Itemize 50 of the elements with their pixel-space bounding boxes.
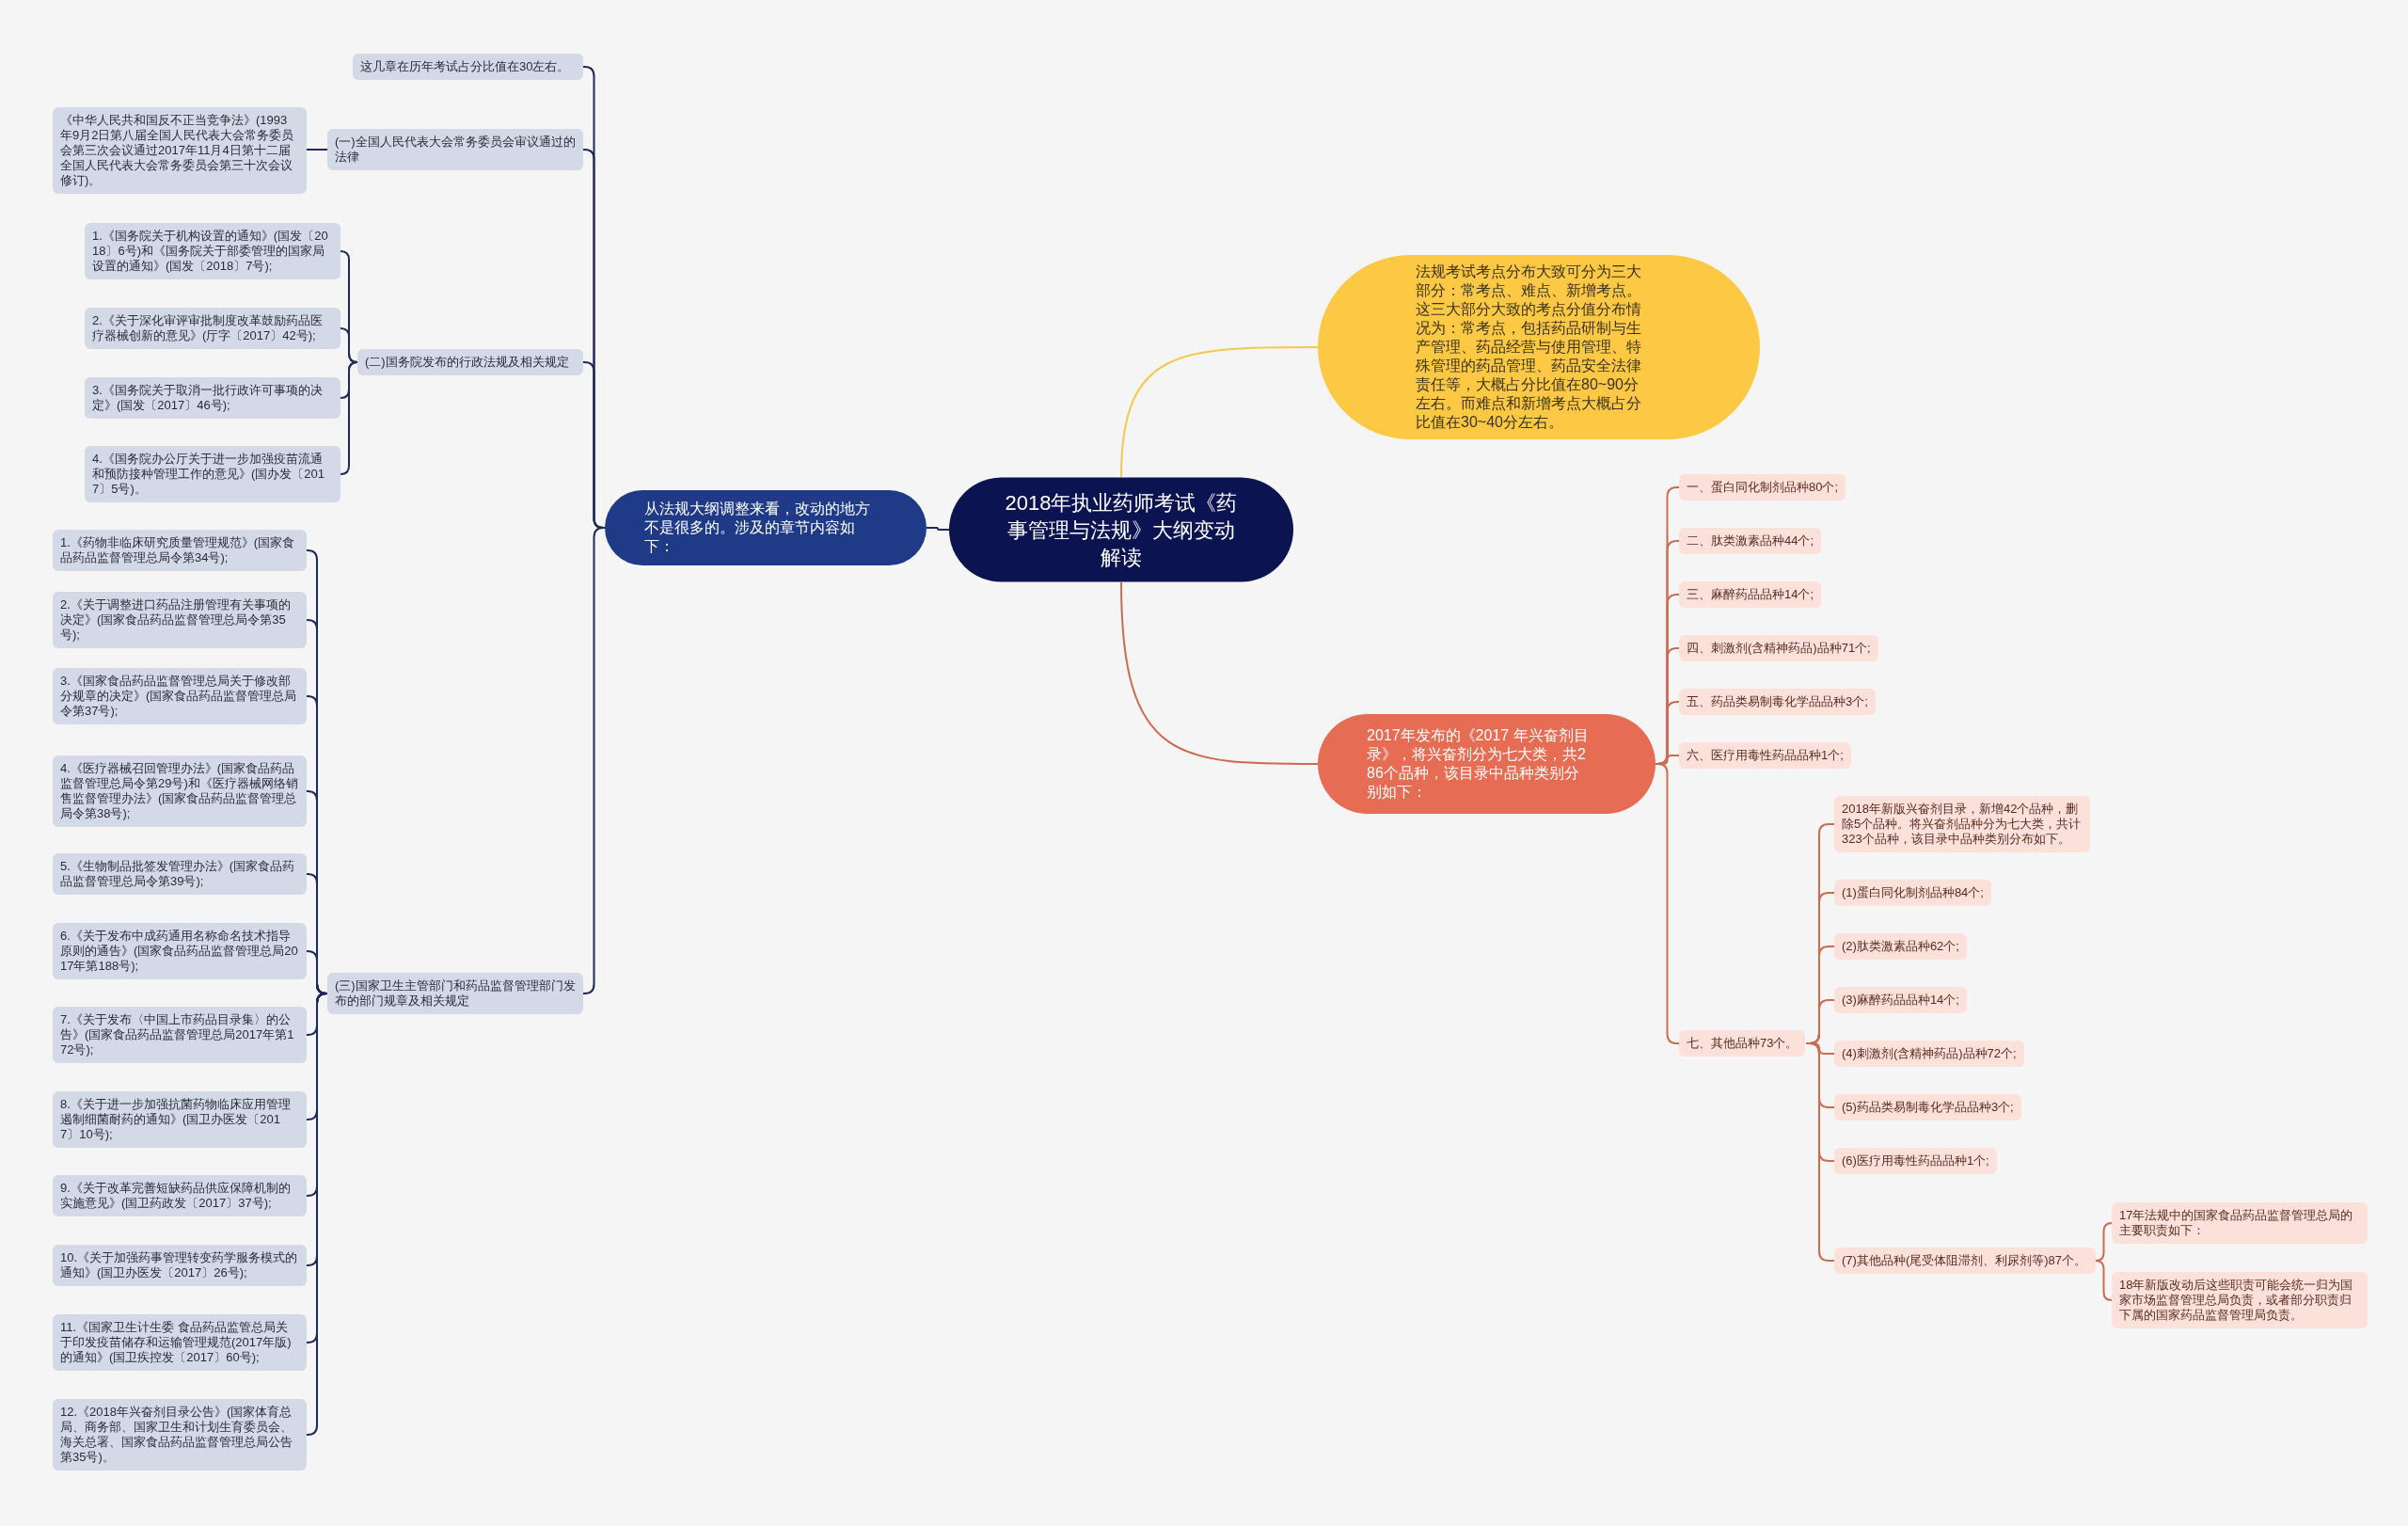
connector-line xyxy=(340,361,358,475)
subtopic-card: 9.《关于改革完善短缺药品供应保障机制的实施意见》(国卫药政发〔2017〕37号); xyxy=(53,1175,307,1216)
subtopic-card: 2.《关于深化审评审批制度改革鼓励药品医疗器械创新的意见》(厅字〔2017〕42号); xyxy=(85,308,341,349)
subtopic-card: (6)医疗用毒性药品品种1个; xyxy=(1834,1148,1997,1174)
subtopic-card: 18年新版改动后这些职责可能会统一归为国家市场监督管理总局负责，或者部分职责归下属的国家药品监督管理局负责。 xyxy=(2112,1272,2368,1328)
subtopic-card: 这几章在历年考试占分比值在30左右。 xyxy=(353,54,583,80)
subtopic-card: 4.《国务院办公厅关于进一步加强疫苗流通和预防接种管理工作的意见》(国办发〔2017〕5号)。 xyxy=(85,446,341,502)
subtopic-card: 六、医疗用毒性药品品种1个; xyxy=(1679,742,1851,769)
subtopic-card: 2018年新版兴奋剂目录，新增42个品种，删除5个品种。将兴奋剂品种分为七大类，共计323个品种，该目录中品种类别分布如下。 xyxy=(1834,796,2090,852)
subtopic-card: 4.《医疗器械召回管理办法》(国家食品药品监督管理总局令第29号)和《医疗器械网络销售监督管理办法》(国家食品药品监督管理总局令第38号); xyxy=(53,755,307,827)
main-topic: 2017年发布的《2017 年兴奋剂目录》，将兴奋剂分为七大类，共286个品种，该目录中品种类别分别如下： xyxy=(1318,714,1656,814)
subtopic-card: 二、肽类激素品种44个; xyxy=(1679,528,1822,554)
connector-line xyxy=(2095,1260,2113,1301)
connector-line xyxy=(926,527,950,531)
subtopic-card: 1.《药物非临床研究质量管理规范》(国家食品药品监督管理总局令第34号); xyxy=(53,530,307,571)
subtopic-card: 《中华人民共和国反不正当竞争法》(1993年9月2日第八届全国人民代表大会常务委员会第三次会议通过2017年11月4日第十二届全国人民代表大会常务委员会第三十次会议修订)。 xyxy=(53,107,307,194)
connector-line xyxy=(1120,581,1319,765)
subtopic-card: 10.《关于加强药事管理转变药学服务模式的通知》(国卫办医发〔2017〕26号); xyxy=(53,1245,307,1286)
subtopic-card: 三、麻醉药品品种14个; xyxy=(1679,581,1822,608)
connector-line xyxy=(1120,346,1319,478)
subtopic-card: (5)药品类易制毒化学品品种3个; xyxy=(1834,1094,2021,1121)
main-topic: 法规考试考点分布大致可分为三大部分：常考点、难点、新增考点。这三大部分大致的考点分值分布情况为：常考点，包括药品研制与生产管理、药品经营与使用管理、特殊管理的药品管理、药品安全法律责任等，大概占分比值在80~90分左右。而难点和新增考点大概占分比值在30~40分左右。 xyxy=(1318,255,1760,439)
subtopic-card: 3.《国家食品药品监督管理总局关于修改部分规章的决定》(国家食品药品监督管理总局令第37号); xyxy=(53,668,307,724)
subtopic-card: 8.《关于进一步加强抗菌药物临床应用管理遏制细菌耐药的通知》(国卫办医发〔2017〕10号); xyxy=(53,1091,307,1148)
central-topic: 2018年执业药师考试《药事管理与法规》大纲变动解读 xyxy=(949,477,1293,582)
subtopic-card: 五、药品类易制毒化学品品种3个; xyxy=(1679,689,1876,715)
subtopic-card: (一)全国人民代表大会常务委员会审议通过的法律 xyxy=(327,129,583,170)
subtopic-card: 2.《关于调整进口药品注册管理有关事项的决定》(国家食品药品监督管理总局令第35号); xyxy=(53,592,307,648)
subtopic-card: (7)其他品种(尾受体阻滞剂、利尿剂等)87个。 xyxy=(1834,1248,2096,1274)
subtopic-card: (3)麻醉药品品种14个; xyxy=(1834,987,1967,1013)
subtopic-card: 12.《2018年兴奋剂目录公告》(国家体育总局、商务部、国家卫生和计划生育委员会、海关总署、国家食品药品监督管理总局公告第35号)。 xyxy=(53,1399,307,1470)
subtopic-card: (4)刺激剂(含精神药品)品种72个; xyxy=(1834,1041,2024,1067)
subtopic-card: 3.《国务院关于取消一批行政许可事项的决定》(国发〔2017〕46号); xyxy=(85,377,341,419)
subtopic-card: (1)蛋白同化制剂品种84个; xyxy=(1834,880,1991,906)
subtopic-card: 5.《生物制品批签发管理办法》(国家食品药品监督管理总局令第39号); xyxy=(53,853,307,895)
subtopic-card: 6.《关于发布中成药通用名称命名技术指导原则的通告》(国家食品药品监督管理总局2017年第188号); xyxy=(53,923,307,979)
main-topic: 从法规大纲调整来看，改动的地方不是很多的。涉及的章节内容如下： xyxy=(605,490,927,565)
subtopic-card: (二)国务院发布的行政法规及相关规定 xyxy=(357,349,583,375)
subtopic-card: (2)肽类激素品种62个; xyxy=(1834,933,1967,960)
connector-line xyxy=(582,527,606,994)
connector-line xyxy=(306,993,328,1436)
subtopic-card: 11.《国家卫生计生委 食品药品监管总局关于印发疫苗储存和运输管理规范(2017年版)的通知》(国卫疾控发〔2017〕60号); xyxy=(53,1314,307,1371)
subtopic-card: (三)国家卫生主管部门和药品监督管理部门发布的部门规章及相关规定 xyxy=(327,973,583,1014)
subtopic-card: 七、其他品种73个。 xyxy=(1679,1030,1806,1057)
subtopic-card: 7.《关于发布〈中国上市药品目录集〉的公告》(国家食品药品监督管理总局2017年第172号); xyxy=(53,1007,307,1063)
connector-line xyxy=(306,149,328,151)
subtopic-card: 四、刺激剂(含精神药品)品种71个; xyxy=(1679,635,1878,661)
subtopic-card: 17年法规中的国家食品药品监督管理总局的主要职责如下： xyxy=(2112,1202,2368,1244)
subtopic-card: 1.《国务院关于机构设置的通知》(国发〔2018〕6号)和《国务院关于部委管理的国家局设置的通知》(国发〔2018〕7号); xyxy=(85,223,341,279)
subtopic-card: 一、蛋白同化制剂品种80个; xyxy=(1679,474,1846,501)
